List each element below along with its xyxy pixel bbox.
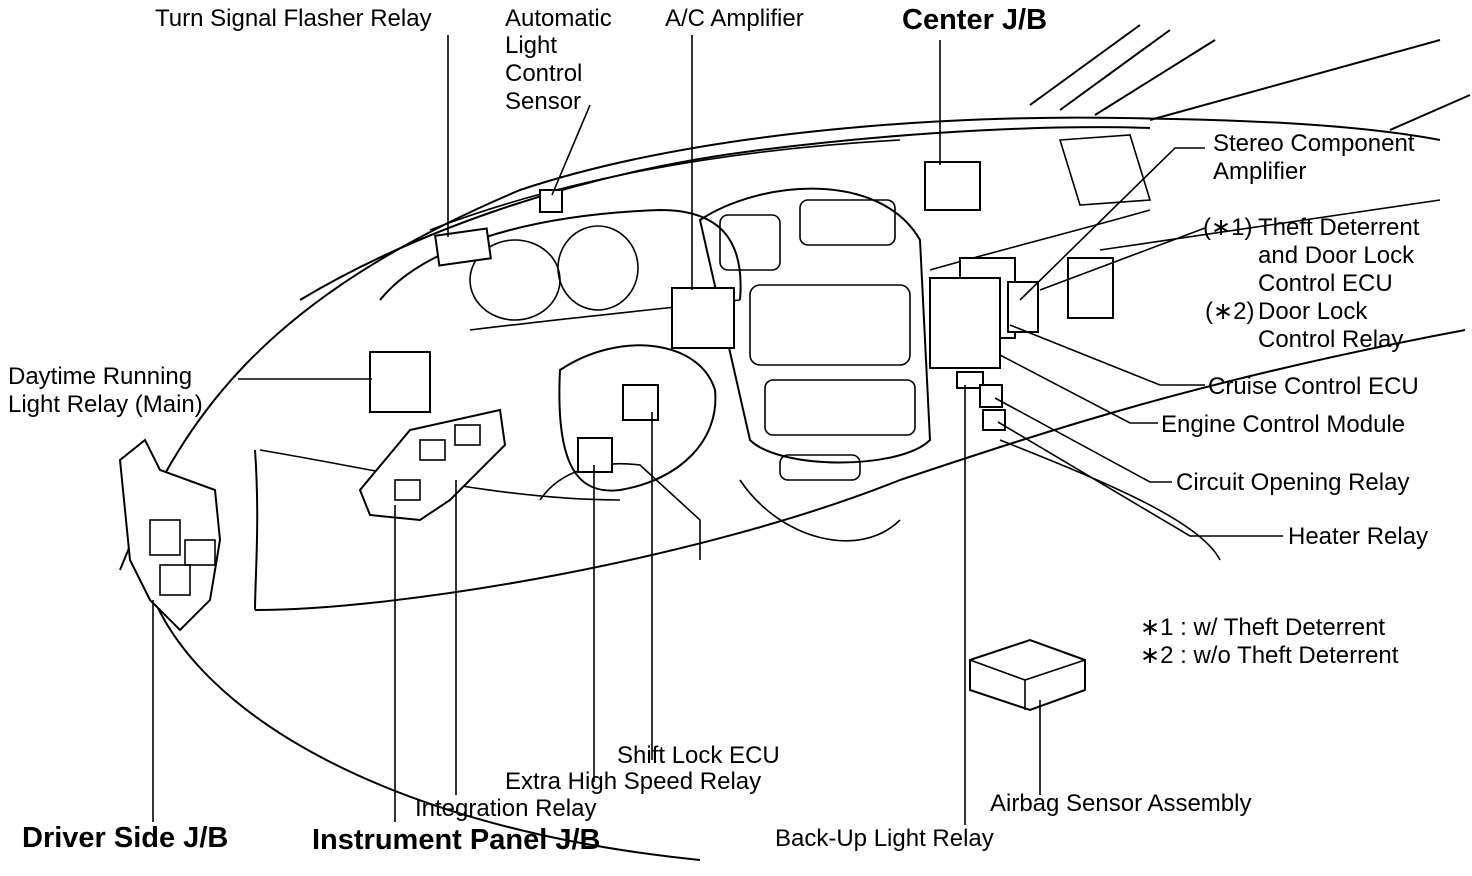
windshield-line-2: [1059, 29, 1171, 111]
drl-relay-box: [369, 351, 431, 413]
windshield-line: [1029, 24, 1141, 106]
center-jb-box: [924, 161, 981, 211]
dsjb-relay-3: [184, 539, 216, 566]
lower-panel: [539, 462, 701, 560]
label-airbag-sensor-assembly: Airbag Sensor Assembly: [990, 790, 1252, 817]
label-circuit-opening-relay: Circuit Opening Relay: [1176, 469, 1410, 496]
console-slot: [779, 454, 861, 481]
dash-top-edge-2: [299, 126, 1151, 301]
leader-cruise: [1009, 324, 1205, 386]
label-turn-signal-flasher-relay: Turn Signal Flasher Relay: [155, 5, 432, 32]
leader-circuit: [994, 397, 1172, 483]
leader-ecm: [999, 354, 1158, 424]
label-theft-2: and Door Lock: [1258, 242, 1415, 269]
backup-relay-box: [956, 371, 984, 389]
label-instrument-panel-jb: Instrument Panel J/B: [312, 824, 601, 856]
label-automatic-light-2: Light: [505, 32, 558, 59]
center-vent-1: [719, 214, 781, 271]
dash-bottom-edge: [254, 329, 1466, 611]
label-automatic-light-4: Sensor: [505, 88, 582, 115]
center-console-outline: [698, 187, 932, 464]
windshield-line-4: [1149, 39, 1441, 121]
right-vent: [1058, 134, 1152, 206]
label-ac-amplifier: A/C Amplifier: [665, 5, 804, 32]
label-shift-lock-ecu: Shift Lock ECU: [617, 742, 780, 769]
cluster-hood: [379, 208, 742, 301]
hvac-panel: [764, 379, 916, 436]
console-lower: [739, 479, 901, 542]
radio-panel: [749, 284, 911, 366]
label-cruise-control-ecu: Cruise Control ECU: [1208, 373, 1419, 400]
circuit-opening-relay-box: [979, 384, 1003, 408]
dash-front-sweep: [999, 439, 1221, 561]
label-heater-relay: Heater Relay: [1288, 523, 1429, 550]
instrument-panel-jb: [358, 408, 507, 522]
glovebox-area: [929, 209, 1151, 271]
airbag-sensor-box: [969, 638, 1086, 712]
auto-light-sensor-box: [539, 189, 563, 213]
label-door-lock-1: Door Lock: [1258, 298, 1368, 325]
label-extra-high-speed-relay: Extra High Speed Relay: [505, 768, 762, 795]
leader-stereo: [1019, 147, 1205, 301]
dash-upper-contour: [429, 139, 901, 231]
dash-top-edge: [119, 116, 1441, 571]
dsjb-relay-2: [159, 564, 191, 596]
label-engine-control-module: Engine Control Module: [1161, 411, 1406, 438]
label-automatic-light-3: Control: [505, 60, 583, 87]
label-theft-1: Theft Deterrent: [1258, 214, 1420, 241]
steering-column-shroud: [558, 344, 717, 492]
right-dash-face: [1099, 199, 1441, 251]
center-vent-2: [799, 199, 896, 246]
label-note2-marker: (∗2): [1205, 298, 1255, 325]
label-stereo-1: Stereo Component: [1213, 130, 1415, 157]
legend-note1: ∗1 : w/ Theft Deterrent: [1140, 614, 1386, 641]
label-stereo-2: Amplifier: [1213, 158, 1307, 185]
extra-high-speed-relay-box: [577, 437, 613, 473]
label-automatic-light-1: Automatic: [505, 5, 612, 32]
turn-signal-relay-box: [434, 227, 492, 267]
ip-jb-relay-3: [394, 479, 421, 501]
label-integration-relay: Integration Relay: [415, 795, 597, 822]
label-theft-3: Control ECU: [1258, 270, 1393, 297]
ip-jb-relay-2: [454, 424, 481, 446]
driver-side-jb: [118, 438, 222, 632]
label-driver-side-jb: Driver Side J/B: [22, 822, 229, 854]
leader-auto-light: [551, 104, 591, 196]
leader-theft: [1039, 227, 1206, 291]
windshield-line-3: [1094, 39, 1216, 116]
legend-note2: ∗2 : w/o Theft Deterrent: [1140, 642, 1399, 669]
dash-left-lower: [149, 589, 701, 861]
label-center-jb: Center J/B: [902, 4, 1048, 36]
windshield-line-5: [1389, 94, 1471, 131]
leader-heater: [997, 421, 1283, 537]
door-lock-relay-box: [1007, 281, 1039, 333]
ac-amplifier-box: [671, 287, 735, 349]
dsjb-relay-1: [149, 519, 181, 556]
label-drl-1: Daytime Running: [8, 363, 193, 390]
ecm-box: [929, 277, 1001, 369]
dash-left-face: [254, 449, 259, 611]
heater-relay-box: [982, 409, 1006, 431]
gauge-right: [557, 225, 639, 311]
label-door-lock-2: Control Relay: [1258, 326, 1404, 353]
label-note1-marker: (∗1): [1203, 214, 1253, 241]
airbag-sensor-top: [969, 659, 1086, 710]
stereo-amp-box: [1067, 257, 1114, 319]
label-back-up-light-relay: Back-Up Light Relay: [775, 825, 994, 852]
ip-jb-relay-1: [419, 439, 446, 461]
label-drl-2: Light Relay (Main): [8, 391, 203, 418]
